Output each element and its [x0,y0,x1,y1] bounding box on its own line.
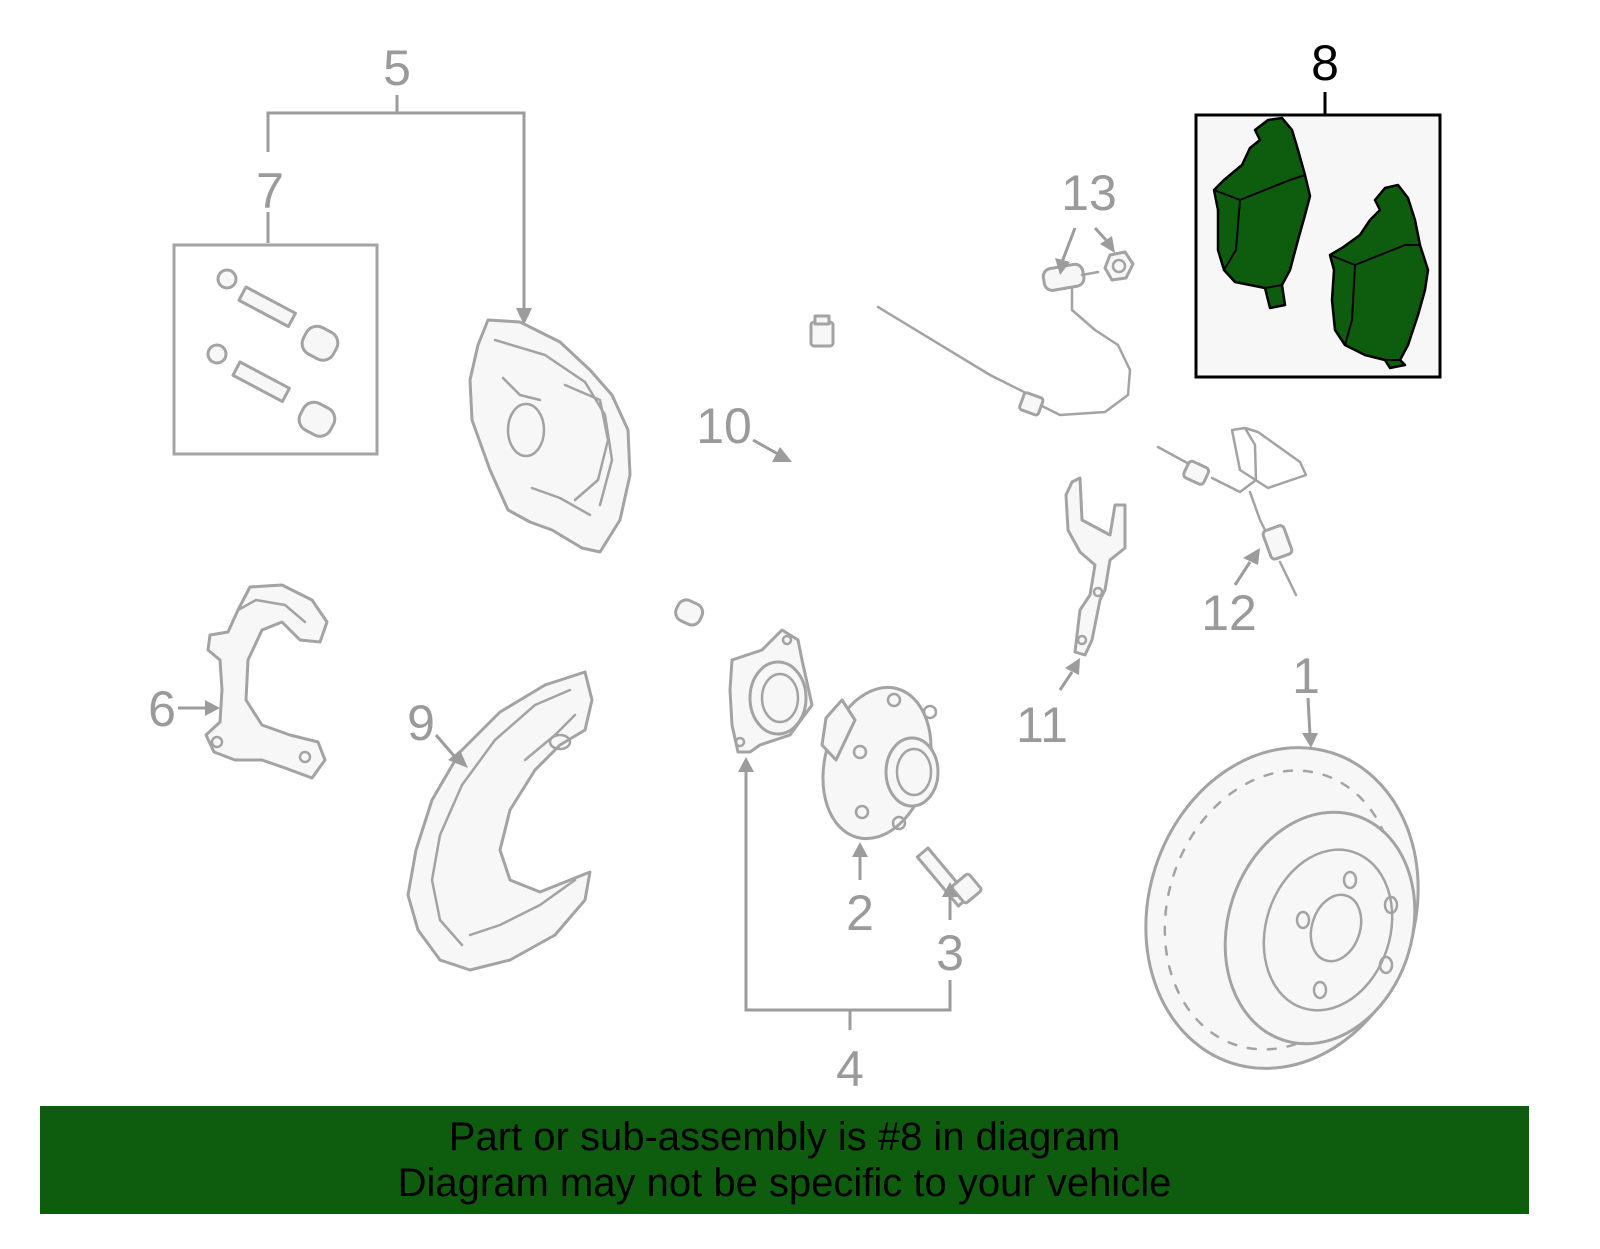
brake-pad-left [1212,116,1312,310]
callout-9-leader [434,734,468,768]
guide-pin-lower [206,343,337,438]
banner-line-1: Part or sub-assembly is #8 in diagram [448,1115,1121,1159]
callout-4[interactable]: 4 [836,1041,864,1097]
callout-13-leader [1055,226,1115,275]
wheel-bearing[interactable] [728,628,814,754]
hub-bolt[interactable] [915,846,983,908]
callout-12[interactable]: 12 [1201,585,1257,641]
callout-9[interactable]: 9 [407,695,435,751]
callout-5-bracket [266,95,532,325]
brake-caliper[interactable] [468,318,632,554]
info-banner: Part or sub-assembly is #8 in diagram Di… [40,1106,1529,1214]
brake-hose[interactable] [638,314,835,628]
brake-pad-set[interactable] [1194,113,1442,379]
callout-3[interactable]: 3 [936,925,964,981]
callout-11-leader [1058,658,1080,691]
sensor-bracket[interactable] [1064,476,1127,657]
callout-8[interactable]: 8 [1311,35,1339,91]
callout-4-bracket [738,757,952,1030]
part-7-frame [172,243,379,456]
splash-shield[interactable] [406,670,594,972]
banner-line-2: Diagram may not be specific to your vehi… [397,1161,1172,1205]
callout-10[interactable]: 10 [696,398,752,454]
callout-2[interactable]: 2 [846,885,874,941]
guide-pin-upper [216,268,340,362]
callout-5[interactable]: 5 [383,40,411,96]
brake-pad-right [1328,183,1430,370]
wear-sensor-cable[interactable] [876,250,1135,417]
caliper-bracket[interactable] [204,583,329,780]
callout-12-leader [1233,548,1260,586]
wheel-hub[interactable] [807,675,947,851]
callout-10-leader [752,438,792,462]
callout-13[interactable]: 13 [1061,165,1117,221]
callout-1[interactable]: 1 [1292,648,1320,704]
callout-2-leader [852,842,868,880]
brake-rotor[interactable] [1105,712,1459,1104]
callout-7[interactable]: 7 [256,163,284,219]
guide-pin-kit[interactable] [172,243,379,456]
callout-11[interactable]: 11 [1016,697,1068,753]
callout-3-leader [942,882,958,920]
callout-6[interactable]: 6 [148,681,176,737]
callout-6-leader [178,700,220,716]
callout-1-leader [1302,697,1318,748]
abs-sensor[interactable] [1156,426,1308,597]
